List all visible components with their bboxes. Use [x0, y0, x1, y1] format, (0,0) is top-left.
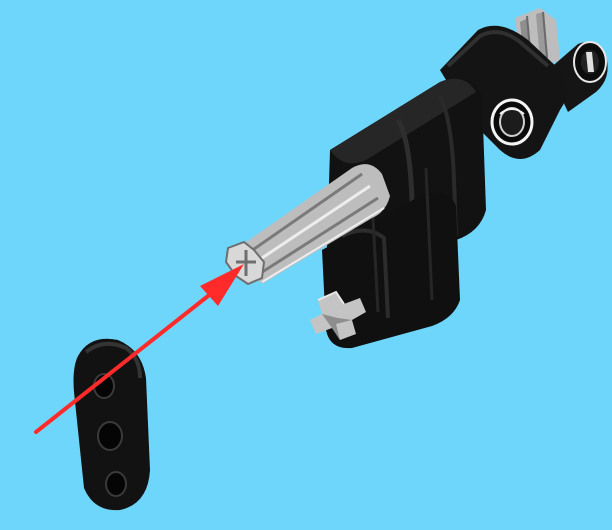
- beam-hole-bottom: [106, 472, 126, 496]
- beam-1x3: [74, 339, 151, 510]
- beam-hole-middle: [98, 422, 122, 450]
